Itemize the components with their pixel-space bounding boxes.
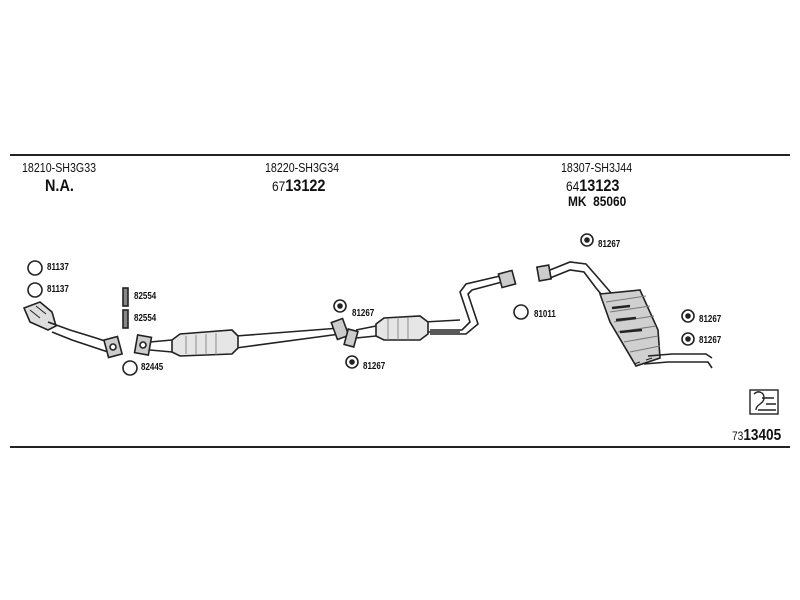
ref-81137-b: 81137 [47, 284, 69, 295]
mk-line: MK 85060 [568, 194, 626, 208]
ref-81267-c: 81267 [598, 239, 621, 250]
part-number-2: 18220-SH3G34 [265, 160, 340, 175]
ref-82554-a: 82554 [134, 291, 157, 302]
code-3-main: 13123 [579, 176, 620, 195]
front-pipe [22, 301, 124, 359]
ref-81267-a: 81267 [352, 308, 375, 319]
code-3-prefix: 64 [566, 178, 580, 194]
footer-main: 13405 [743, 427, 782, 444]
ref-81267-d: 81267 [699, 314, 722, 325]
mk-label: MK [568, 193, 587, 209]
rubber-81267-d [681, 309, 695, 323]
footer-prefix: 73 [732, 429, 744, 443]
ref-82554-b: 82554 [134, 313, 157, 324]
ref-81137-a: 81137 [47, 262, 69, 273]
mk-value: 85060 [593, 193, 627, 209]
code-2-main: 13122 [285, 176, 326, 195]
ref-81011: 81011 [534, 309, 556, 320]
ref-81267-e: 81267 [699, 335, 722, 346]
rubber-81267-c [580, 233, 594, 247]
ref-81267-b: 81267 [363, 361, 386, 372]
part-number-1: 18210-SH3G33 [22, 160, 97, 175]
ring-81011 [513, 304, 529, 320]
code-2-prefix: 67 [272, 178, 286, 194]
catalog-logo-icon [749, 389, 779, 415]
footer-code: 7313405 [732, 428, 781, 444]
ring-81137-b [27, 282, 43, 298]
code-2: 6713122 [272, 177, 325, 194]
bolt-82554-a [122, 287, 129, 307]
middle-pipe [133, 269, 517, 357]
hangers [27, 233, 695, 376]
rubber-81267-b [345, 355, 359, 369]
ref-82445: 82445 [141, 362, 164, 373]
part-number-3: 18307-SH3J44 [561, 160, 633, 175]
ring-82445 [122, 360, 138, 376]
bolt-82554-b [122, 309, 129, 329]
code-1: N.A. [45, 176, 74, 195]
rubber-81267-e [681, 332, 695, 346]
code-3: 6413123 [566, 177, 619, 194]
ring-81137-a [27, 260, 43, 276]
rubber-81267-a [333, 299, 347, 313]
rear-muffler [535, 261, 713, 369]
